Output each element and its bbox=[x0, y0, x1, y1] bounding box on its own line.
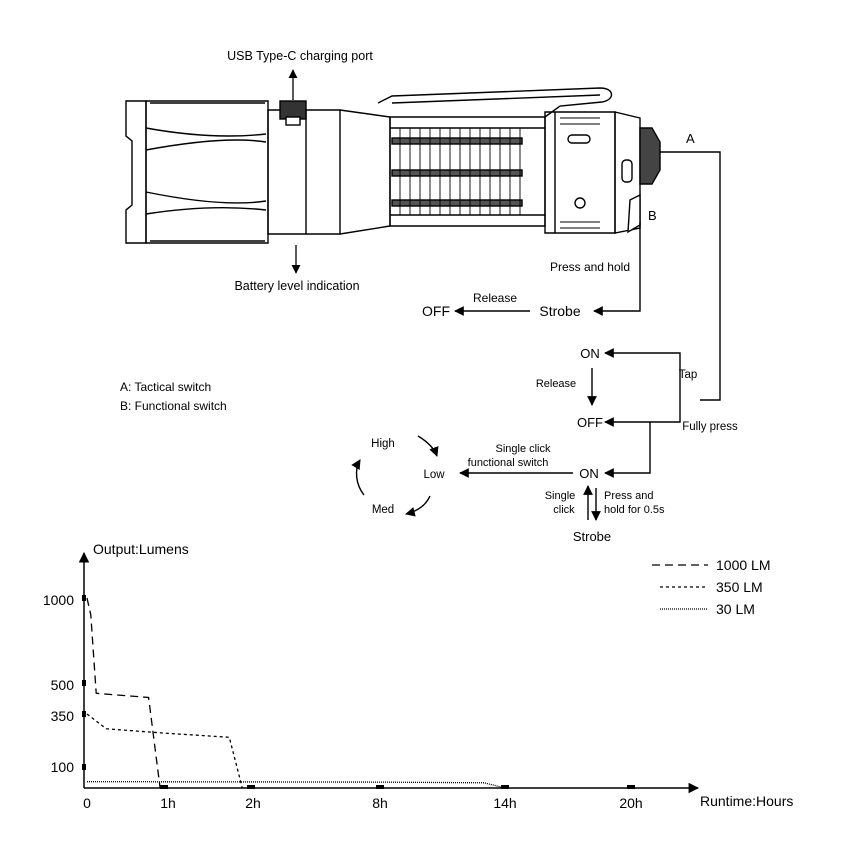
x-tick-1h bbox=[160, 785, 168, 789]
legend-label-1000: 1000 LM bbox=[716, 557, 770, 573]
series-line-30-lm bbox=[86, 781, 506, 789]
release-top-label: Release bbox=[473, 291, 517, 305]
y-tick-100 bbox=[82, 764, 86, 770]
switch-b-letter: B bbox=[648, 208, 657, 223]
y-tick-1000 bbox=[82, 595, 86, 601]
tactical-switch-legend: A: Tactical switch bbox=[120, 380, 211, 394]
x-axis-title: Runtime:Hours bbox=[700, 793, 793, 809]
tap-label: Tap bbox=[679, 369, 698, 381]
single-click-line2: click bbox=[553, 504, 575, 516]
series-layer bbox=[86, 597, 506, 789]
press-hold-05-line2: hold for 0.5s bbox=[604, 504, 665, 516]
release-mid-label: Release bbox=[536, 378, 576, 390]
series-line-350-lm bbox=[86, 713, 243, 789]
y-tick-350 bbox=[82, 711, 86, 717]
flashlight-illustration bbox=[125, 87, 661, 244]
y-tick-label-100: 100 bbox=[51, 759, 75, 775]
single-click-line1: Single bbox=[545, 490, 576, 502]
strobe-bottom-state: Strobe bbox=[573, 529, 611, 544]
strobe-top-state: Strobe bbox=[539, 303, 580, 319]
x-tick-label-8h: 8h bbox=[372, 795, 388, 811]
battery-label: Battery level indication bbox=[234, 279, 359, 293]
usb-label: USB Type-C charging port bbox=[227, 49, 373, 63]
y-tick-label-500: 500 bbox=[51, 677, 75, 693]
x-tick-2h bbox=[247, 785, 255, 789]
y-tick-500 bbox=[82, 680, 86, 686]
fully-press-label: Fully press bbox=[682, 421, 738, 433]
off-top-state: OFF bbox=[422, 303, 450, 319]
series-line-1000-lm bbox=[86, 597, 161, 789]
switch-a-letter: A bbox=[686, 131, 695, 146]
off-mid-state: OFF bbox=[577, 415, 603, 430]
x-tick-label-2h: 2h bbox=[245, 795, 261, 811]
flow-connectors bbox=[351, 151, 721, 521]
x-tick-20h bbox=[627, 785, 635, 789]
mode-high: High bbox=[371, 438, 395, 450]
press-and-hold-label: Press and hold bbox=[550, 260, 630, 274]
runtime-chart: Output:Lumens Runtime:Hours 1000 500 350… bbox=[43, 541, 794, 811]
x-tick-label-14h: 14h bbox=[493, 795, 516, 811]
y-tick-label-350: 350 bbox=[51, 708, 75, 724]
x-tick-8h bbox=[376, 785, 384, 789]
legend-label-30: 30 LM bbox=[716, 601, 755, 617]
y-tick-label-1000: 1000 bbox=[43, 592, 74, 608]
y-axis-title: Output:Lumens bbox=[93, 541, 189, 557]
functional-switch-legend: B: Functional switch bbox=[120, 399, 227, 413]
x-tick-label-0: 0 bbox=[83, 795, 91, 811]
x-tick-14h bbox=[501, 785, 509, 789]
single-click-fs-line2: functional switch bbox=[468, 457, 549, 469]
single-click-fs-line1: Single click bbox=[495, 443, 551, 455]
x-tick-label-1h: 1h bbox=[160, 795, 176, 811]
press-hold-05-line1: Press and bbox=[604, 490, 654, 502]
on-state-2: ON bbox=[579, 466, 599, 481]
on-state-1: ON bbox=[580, 346, 600, 361]
mode-med: Med bbox=[372, 504, 394, 516]
legend-label-350: 350 LM bbox=[716, 579, 763, 595]
mode-low: Low bbox=[423, 469, 445, 481]
x-tick-label-20h: 20h bbox=[619, 795, 642, 811]
